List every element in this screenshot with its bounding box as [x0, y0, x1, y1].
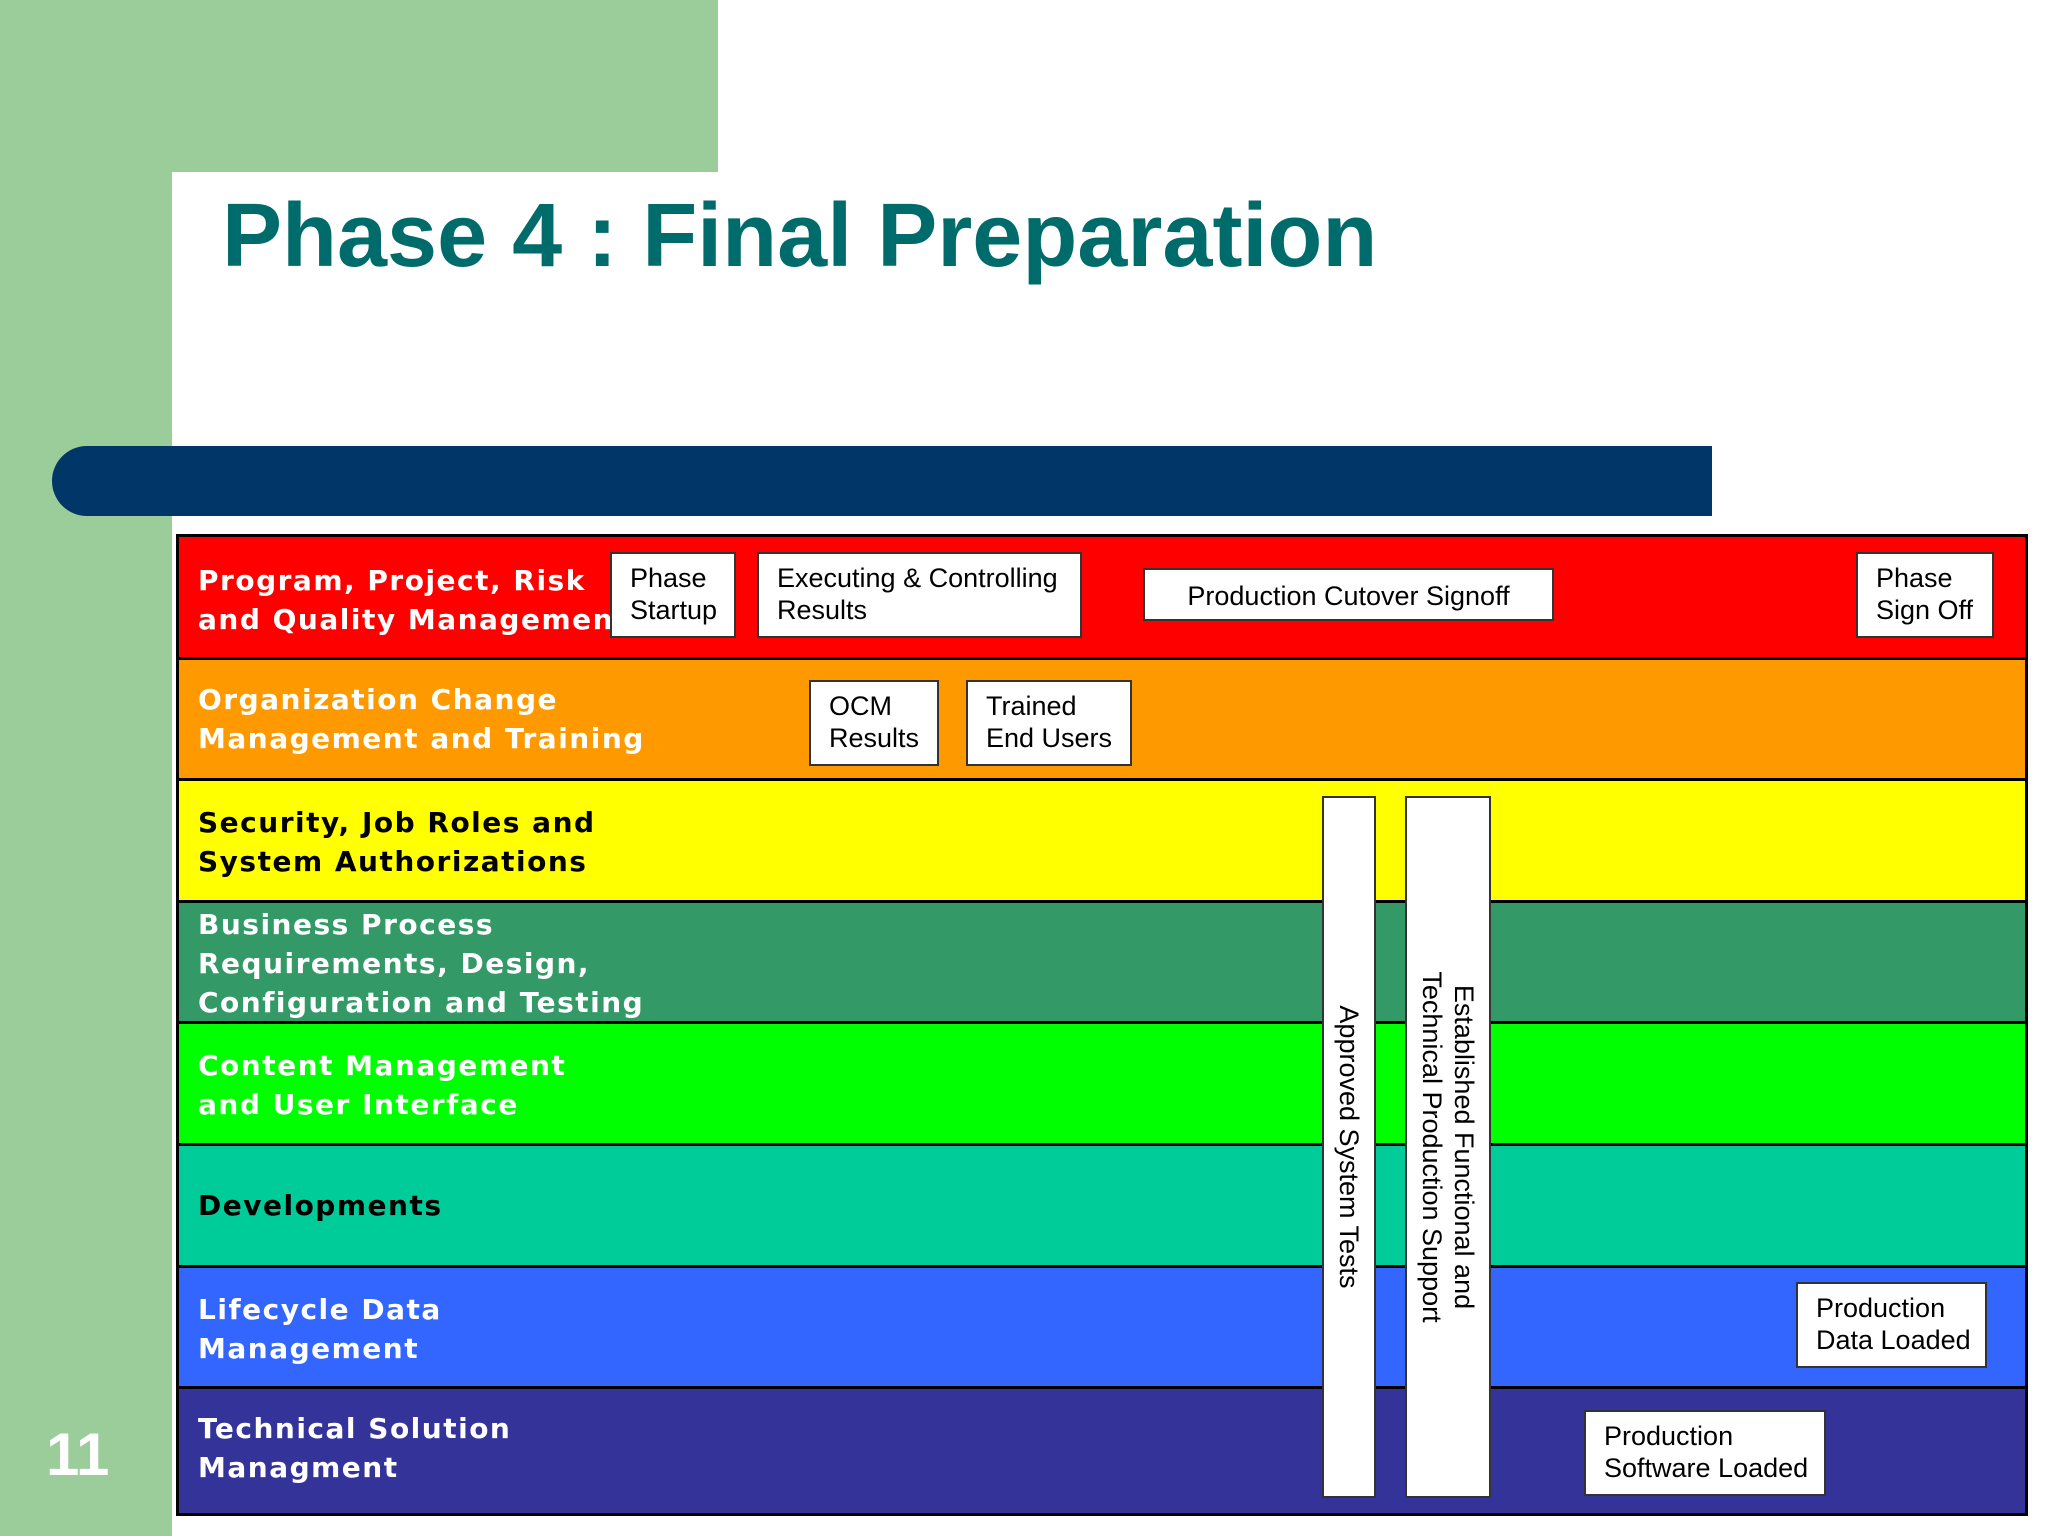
title-underline-bar [52, 446, 1712, 516]
lane-lifecycle-data: Lifecycle Data Management [179, 1268, 2025, 1386]
milestone-production-software-loaded: Production Software Loaded [1584, 1410, 1826, 1496]
slide-title: Phase 4 : Final Preparation [222, 186, 1378, 286]
phase-diagram: Program, Project, Risk and Quality Manag… [176, 534, 2028, 1516]
milestone-executing-controlling: Executing & Controlling Results [757, 552, 1082, 638]
milestone-label: Approved System Tests [1334, 1005, 1364, 1289]
lane-label: Business Process Requirements, Design, C… [198, 908, 645, 1019]
lane-label: Organization Change Management and Train… [198, 683, 645, 755]
lane-label: Lifecycle Data Management [198, 1293, 442, 1365]
milestone-approved-system-tests: Approved System Tests [1322, 796, 1376, 1498]
lane-label: Technical Solution Managment [198, 1412, 512, 1484]
lane-security: Security, Job Roles and System Authoriza… [179, 781, 2025, 900]
lane-content-management: Content Management and User Interface [179, 1024, 2025, 1143]
lane-label: Content Management and User Interface [198, 1049, 567, 1121]
milestone-ocm-results: OCM Results [809, 680, 939, 766]
lane-business-process: Business Process Requirements, Design, C… [179, 903, 2025, 1021]
milestone-production-cutover: Production Cutover Signoff [1143, 568, 1554, 621]
milestone-phase-startup: Phase Startup [610, 552, 736, 638]
milestone-label: Established Functional and Technical Pro… [1417, 971, 1479, 1323]
slide-number: 11 [46, 1421, 110, 1488]
milestone-production-support: Established Functional and Technical Pro… [1405, 796, 1491, 1498]
milestone-phase-sign-off: Phase Sign Off [1856, 552, 1994, 638]
lane-program-management: Program, Project, Risk and Quality Manag… [179, 537, 2025, 657]
milestone-trained-end-users: Trained End Users [966, 680, 1132, 766]
milestone-production-data-loaded: Production Data Loaded [1796, 1282, 1987, 1368]
lane-label: Security, Job Roles and System Authoriza… [198, 806, 596, 878]
lane-label: Program, Project, Risk and Quality Manag… [198, 564, 629, 636]
lane-label: Developments [198, 1189, 443, 1222]
lane-developments: Developments [179, 1146, 2025, 1265]
sidebar-left-band [0, 0, 172, 1536]
